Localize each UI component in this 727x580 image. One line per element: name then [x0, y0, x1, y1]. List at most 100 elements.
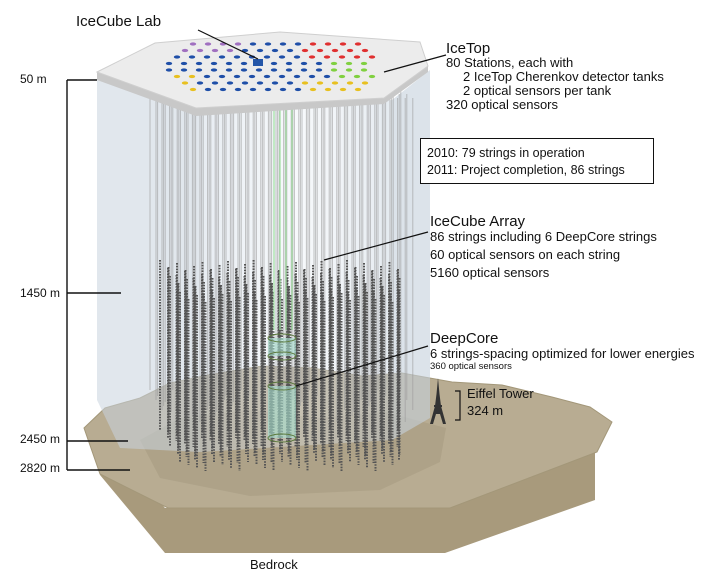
- icetop-stations: [165, 42, 376, 92]
- depth-label-2450: 2450 m: [20, 432, 61, 446]
- icetop-station-105: [354, 87, 362, 92]
- icetop-station-40: [180, 61, 188, 66]
- lab-leader: [197, 29, 259, 60]
- icetop-station-22: [331, 48, 339, 53]
- icetop-station-60: [270, 68, 278, 72]
- icetop-station-65: [345, 68, 353, 72]
- icetop-station-73: [263, 74, 271, 79]
- icetop-line-1: 80 Stations, each with: [446, 55, 574, 70]
- icetop-station-85: [241, 81, 249, 85]
- eiffel-label: Eiffel Tower: [467, 386, 534, 401]
- deepcore-title: DeepCore: [430, 330, 499, 347]
- icetop-station-59: [255, 68, 263, 72]
- icetop-station-24: [361, 48, 369, 53]
- icetop-station-33: [293, 55, 301, 59]
- icetop-station-27: [203, 55, 211, 59]
- icetop-surface: [95, 31, 429, 116]
- icetop-station-4: [249, 42, 257, 46]
- icetop-station-94: [189, 87, 197, 92]
- icetop-station-0: [189, 42, 197, 46]
- icetop-station-92: [346, 81, 354, 85]
- deepcore-cylinders: [267, 333, 297, 443]
- depth-label-50: 50 m: [20, 72, 47, 86]
- icetop-station-48: [300, 61, 308, 66]
- icetop-station-77: [323, 74, 331, 79]
- icecube-lab-label: IceCube Lab: [76, 13, 162, 30]
- icetop-station-38: [368, 55, 376, 59]
- deepcore-lower-cylinder: [268, 386, 296, 438]
- icetop-station-3: [234, 42, 242, 46]
- icetop-station-18: [271, 48, 279, 53]
- icetop-station-25: [173, 55, 181, 59]
- icetop-station-53: [165, 68, 173, 72]
- icetop-station-57: [225, 68, 233, 72]
- icetop-station-43: [225, 61, 233, 66]
- icetop-station-1: [204, 42, 212, 46]
- icetop-station-34: [308, 55, 316, 59]
- icetop-station-99: [264, 87, 272, 92]
- detector-strings: [149, 90, 414, 471]
- deepcore-line-1: 6 strings-spacing optimized for lower en…: [430, 346, 695, 361]
- icetop-station-52: [360, 61, 368, 66]
- icetop-station-5: [264, 42, 272, 46]
- leader-lines: [197, 29, 447, 387]
- icetop-station-102: [309, 87, 317, 92]
- eiffel-height: 324 m: [467, 403, 504, 418]
- icetop-station-28: [218, 55, 226, 59]
- deepcore-lower-bottom: [267, 433, 297, 443]
- icetop-leader: [383, 54, 447, 73]
- icetop-station-11: [354, 42, 362, 46]
- icetop-station-31: [263, 55, 271, 59]
- bedrock-label: Bedrock: [250, 557, 298, 572]
- icetop-station-101: [294, 87, 302, 92]
- icetop-station-76: [308, 74, 316, 79]
- icetop-station-56: [210, 68, 218, 72]
- status-line-2010: 2010: 79 strings in operation: [427, 146, 585, 160]
- icetop-station-29: [233, 55, 241, 59]
- icetop-station-30: [248, 55, 256, 59]
- icetop-station-62: [300, 68, 308, 72]
- icetop-station-71: [233, 74, 241, 79]
- icetop-station-8: [309, 42, 317, 46]
- icetop-station-104: [339, 87, 347, 92]
- icetop-station-70: [218, 74, 226, 79]
- depth-scale: [66, 79, 130, 471]
- icetop-station-12: [181, 48, 189, 53]
- icetop-station-82: [196, 81, 204, 85]
- icetop-station-67: [173, 74, 181, 79]
- icetop-station-35: [323, 55, 331, 59]
- icetop-station-46: [270, 61, 278, 66]
- icetop-station-98: [249, 87, 257, 92]
- icetop-station-68: [188, 74, 196, 79]
- icetop-station-51: [345, 61, 353, 66]
- icetop-station-55: [195, 68, 203, 72]
- icetop-station-23: [346, 48, 354, 53]
- icetop-station-96: [219, 87, 227, 92]
- deepcore-upper-cylinder: [268, 338, 296, 356]
- icetop-station-54: [180, 68, 188, 72]
- icetop-station-84: [226, 81, 234, 85]
- icetop-line-2: 2 IceTop Cherenkov detector tanks: [463, 69, 664, 84]
- icetop-station-17: [256, 48, 264, 53]
- icetop-station-47: [285, 61, 293, 66]
- deepcore-upper-bottom: [267, 351, 297, 361]
- icetop-station-63: [315, 68, 323, 72]
- icetop-station-86: [256, 81, 264, 85]
- array-line-1: 86 strings including 6 DeepCore strings: [430, 229, 657, 244]
- icetop-station-79: [353, 74, 361, 79]
- array-leader: [323, 231, 429, 261]
- icetop-station-61: [285, 68, 293, 72]
- icetop-station-93: [361, 81, 369, 85]
- icetop-station-19: [286, 48, 294, 53]
- icetop-station-14: [211, 48, 219, 53]
- icetop-line-3: 2 optical sensors per tank: [463, 83, 612, 98]
- icetop-station-100: [279, 87, 287, 92]
- icetop-station-58: [240, 68, 248, 72]
- status-line-2011: 2011: Project completion, 86 strings: [427, 163, 625, 177]
- status-box: 2010: 79 strings in operation 2011: Proj…: [420, 138, 654, 184]
- icetop-station-89: [301, 81, 309, 85]
- icetop-station-42: [210, 61, 218, 66]
- icetop-station-15: [226, 48, 234, 53]
- icetop-station-36: [338, 55, 346, 59]
